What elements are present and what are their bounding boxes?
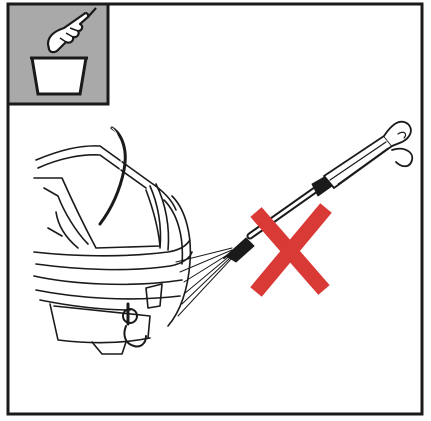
- hand-into-bucket-icon: [8, 4, 108, 104]
